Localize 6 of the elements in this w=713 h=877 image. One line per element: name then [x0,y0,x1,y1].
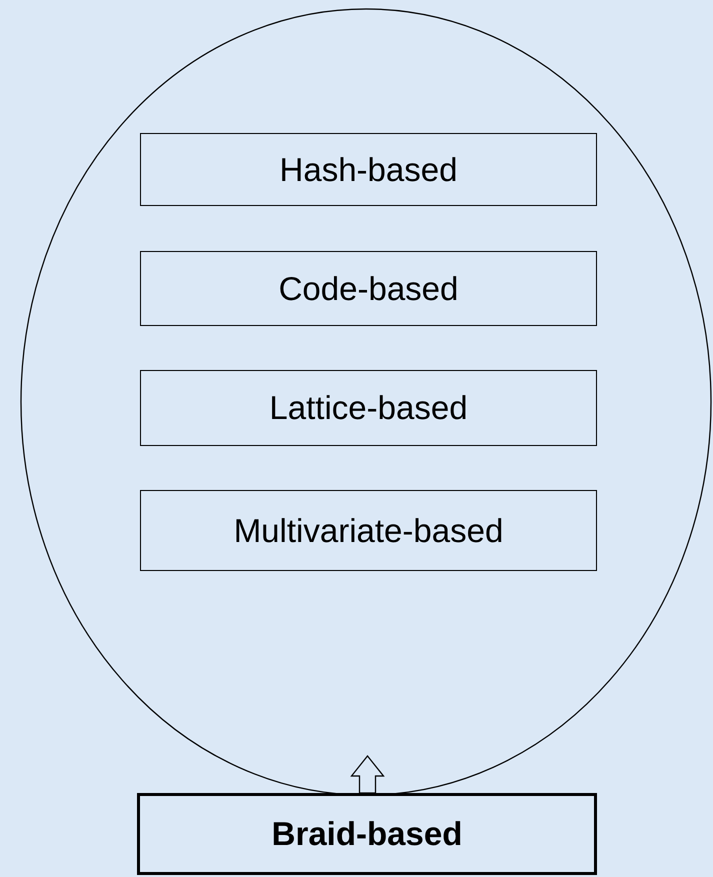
category-box: Hash-based [140,133,597,206]
category-box: Multivariate-based [140,490,597,571]
hollow-arrow [350,755,385,794]
category-box: Braid-based [137,793,597,875]
category-box: Code-based [140,251,597,326]
category-box: Lattice-based [140,370,597,446]
